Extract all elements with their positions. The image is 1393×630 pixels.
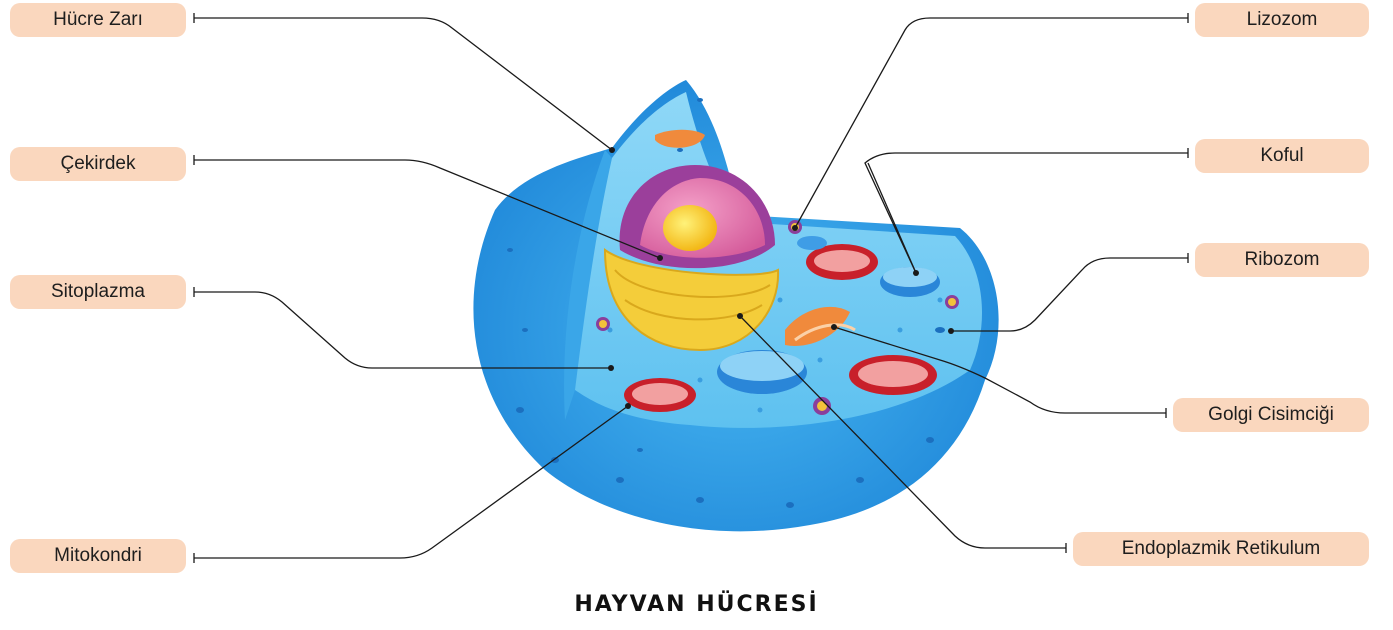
label-cekirdek: Çekirdek bbox=[10, 147, 186, 181]
diagram-title: HAYVAN HÜCRESİ bbox=[0, 592, 1393, 617]
nucleolus bbox=[663, 205, 717, 251]
label-golgi-cisimcigi: Golgi Cisimciği bbox=[1173, 398, 1369, 432]
label-mitokondri: Mitokondri bbox=[10, 539, 186, 573]
label-sitoplazma: Sitoplazma bbox=[10, 275, 186, 309]
leader-lizozom bbox=[795, 18, 1188, 228]
leader-hucre-zari bbox=[194, 18, 612, 150]
label-endoplazmik-retikulum: Endoplazmik Retikulum bbox=[1073, 532, 1369, 566]
ribosome bbox=[935, 327, 945, 333]
label-lizozom: Lizozom bbox=[1195, 3, 1369, 37]
label-ribozom: Ribozom bbox=[1195, 243, 1369, 277]
label-hucre-zari: Hücre Zarı bbox=[10, 3, 186, 37]
label-koful: Koful bbox=[1195, 139, 1369, 173]
